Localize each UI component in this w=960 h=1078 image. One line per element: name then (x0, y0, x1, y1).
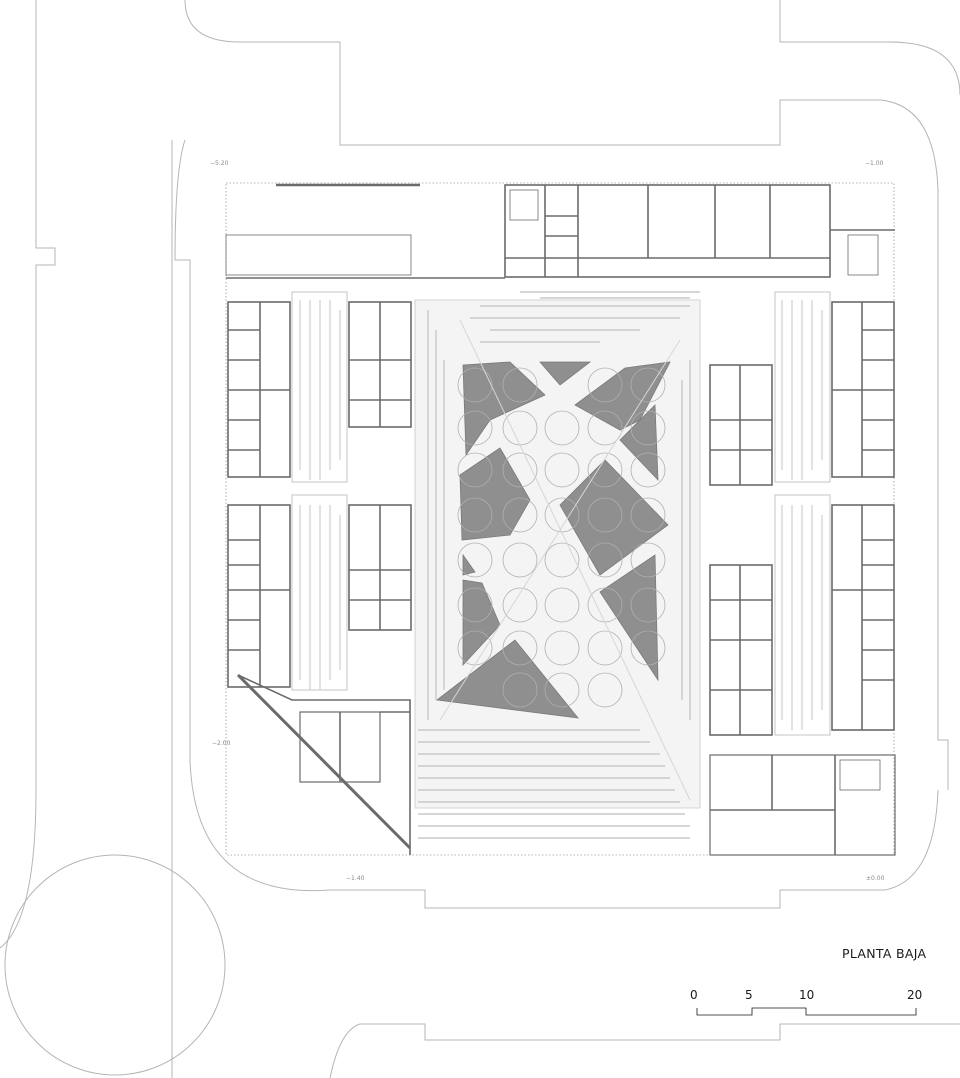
tree (457, 497, 493, 533)
planter (462, 361, 546, 457)
tree (544, 587, 580, 623)
tree (630, 410, 666, 446)
scale-label-5: 5 (745, 988, 753, 1002)
tree (544, 410, 580, 446)
tree (630, 587, 666, 623)
corridor-strips (291, 291, 831, 736)
tree (630, 367, 666, 403)
tree (587, 542, 623, 578)
tree (457, 587, 493, 623)
west-middle-block-outer (227, 504, 291, 688)
southeast-block (709, 754, 896, 856)
tree (502, 672, 538, 708)
drawing-title: PLANTA BAJA (842, 946, 926, 961)
east-upper-block-inner (709, 364, 773, 486)
scale-bar-shape (696, 1007, 917, 1016)
tree (544, 672, 580, 708)
tree (544, 542, 580, 578)
tree (630, 630, 666, 666)
tree (630, 452, 666, 488)
tree (502, 630, 538, 666)
planter (574, 361, 671, 431)
tree (457, 542, 493, 578)
street-curb-northeast (779, 0, 960, 96)
southeast-core (839, 759, 881, 791)
planter (559, 459, 669, 576)
level-label-bottom-right: ±0.00 (866, 875, 885, 882)
tree (544, 630, 580, 666)
level-label-top-right: −1.00 (865, 160, 884, 167)
tree (502, 367, 538, 403)
roundabout (4, 854, 226, 1076)
scale-label-20: 20 (907, 988, 922, 1002)
tree (587, 630, 623, 666)
tree (457, 367, 493, 403)
tree (457, 452, 493, 488)
southwest-block (237, 674, 411, 855)
north-west-canopy (225, 234, 412, 276)
planter (599, 554, 659, 682)
scale-bar: 0 5 10 20 (690, 988, 922, 1016)
level-label-top-left: −5.20 (210, 160, 229, 167)
tree (544, 452, 580, 488)
street-curb-south (329, 1023, 960, 1078)
street-curb-west (0, 0, 56, 949)
site-boundary (225, 182, 895, 856)
tree (502, 497, 538, 533)
tree (587, 497, 623, 533)
level-label-mid-left: −2.00 (212, 740, 231, 747)
courtyard-paths (439, 319, 691, 801)
southwest-diagonal-wall (236, 673, 412, 850)
path-diagonal (439, 339, 681, 721)
tree (502, 587, 538, 623)
planter (462, 553, 476, 576)
scale-label-10: 10 (799, 988, 814, 1002)
level-label-bottom-left: −1.40 (346, 875, 365, 882)
path-diagonal (459, 319, 691, 801)
tree (502, 542, 538, 578)
tree (587, 452, 623, 488)
north-block (504, 184, 831, 278)
street-curb-north (184, 0, 949, 790)
street-curb-southwest (174, 139, 939, 909)
east-middle-block-inner (709, 564, 773, 736)
planter (459, 447, 531, 541)
tree (630, 542, 666, 578)
corridor-east-middle (774, 494, 831, 736)
north-east-core (847, 234, 879, 276)
tree (587, 410, 623, 446)
tree (502, 452, 538, 488)
building-walls (225, 183, 896, 856)
tree (630, 497, 666, 533)
trees (457, 367, 666, 708)
planter (539, 361, 592, 386)
tree (457, 410, 493, 446)
corridor-west-upper (291, 291, 348, 483)
paving-strips (418, 291, 700, 839)
scale-label-0: 0 (690, 988, 698, 1002)
north-stair (509, 189, 539, 221)
tree (587, 367, 623, 403)
corridor-east-upper (774, 291, 831, 483)
tree (587, 672, 623, 708)
east-middle-block-outer (831, 504, 895, 731)
